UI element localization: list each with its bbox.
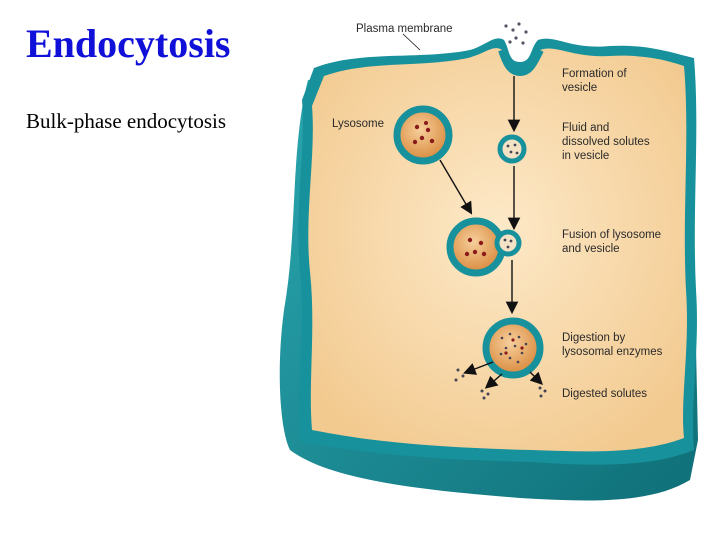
digested-solutes	[454, 368, 547, 400]
label-fluid-2: dissolved solutes	[562, 136, 650, 148]
extracellular-solutes	[504, 22, 528, 45]
label-plasma-membrane: Plasma membrane	[356, 23, 453, 35]
invagination	[498, 48, 544, 77]
arrow-digestion-down	[484, 373, 503, 389]
label-digestion-1: Digestion by	[562, 332, 626, 344]
label-formation-2: vesicle	[562, 82, 597, 94]
lysosome	[393, 105, 453, 165]
vesicle	[497, 134, 527, 164]
label-formation-1: Formation of	[562, 68, 627, 80]
endocytosis-diagram: Plasma membrane Lysosome Formation of ve…	[279, 22, 698, 501]
label-digestion-2: lysosomal enzymes	[562, 346, 663, 358]
fusion-lysosome-vesicle	[446, 217, 522, 277]
slide-title: Endocytosis	[26, 21, 231, 66]
label-digested-solutes: Digested solutes	[562, 388, 647, 400]
arrow-digestion-left	[463, 361, 494, 375]
digestion-lysosome	[482, 317, 544, 379]
label-fusion-2: and vesicle	[562, 243, 620, 255]
process-arrows	[402, 33, 543, 389]
label-fluid-1: Fluid and	[562, 122, 609, 134]
label-lysosome: Lysosome	[332, 118, 384, 130]
label-fluid-3: in vesicle	[562, 150, 609, 162]
arrow-lysosome-to-fusion	[439, 159, 473, 215]
arrow-digestion-right	[529, 371, 543, 385]
label-fusion-1: Fusion of lysosome	[562, 229, 661, 241]
leader-plasma-membrane	[402, 33, 421, 51]
slide-subtitle: Bulk-phase endocytosis	[26, 109, 227, 133]
